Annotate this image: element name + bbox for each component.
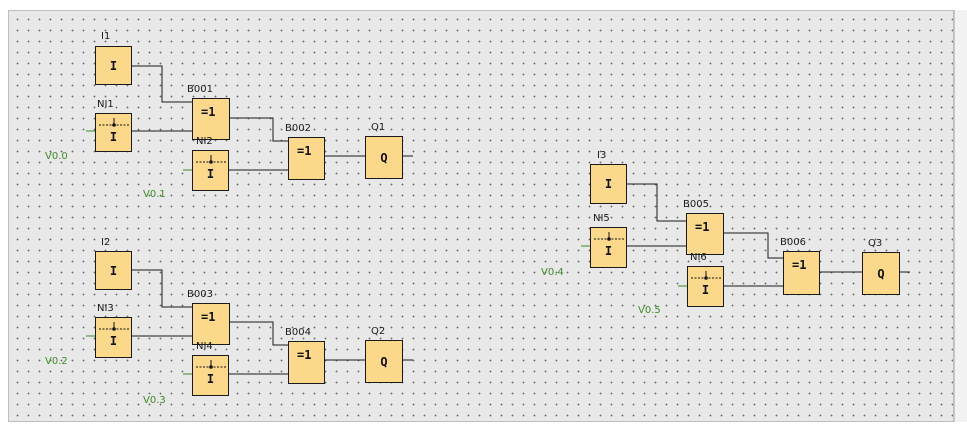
network-input-block-ni3[interactable]: I bbox=[95, 317, 132, 358]
block-symbol: =1 bbox=[297, 348, 312, 362]
network-input-icon bbox=[193, 358, 228, 372]
xor-block-b001[interactable]: =1 bbox=[192, 98, 230, 140]
block-label-b006: B006 bbox=[780, 237, 806, 248]
block-label-ni6: NI6 bbox=[690, 252, 707, 263]
block-label-q1: Q1 bbox=[371, 122, 386, 133]
block-label-b002: B002 bbox=[285, 123, 311, 134]
block-label-q3: Q3 bbox=[868, 238, 883, 249]
network-input-block-ni1[interactable]: I bbox=[95, 113, 132, 152]
block-symbol: I bbox=[109, 58, 118, 73]
network-input-block-ni6[interactable]: I bbox=[687, 266, 724, 307]
block-symbol: I bbox=[206, 167, 215, 181]
block-label-i3: I3 bbox=[597, 150, 607, 161]
block-label-ni1: NI1 bbox=[97, 99, 114, 110]
value-label-v04: V0.4 bbox=[541, 267, 564, 278]
block-label-ni2: NI2 bbox=[196, 136, 213, 147]
block-symbol: =1 bbox=[695, 220, 710, 234]
value-label-v00: V0.0 bbox=[45, 151, 68, 162]
wire-i1-b001 bbox=[132, 65, 192, 103]
output-block-q3[interactable]: Q bbox=[862, 252, 900, 295]
network-input-block-ni4[interactable]: I bbox=[192, 355, 229, 396]
block-symbol: I bbox=[109, 130, 118, 144]
block-label-b004: B004 bbox=[285, 327, 311, 338]
output-block-q1[interactable]: Q bbox=[365, 136, 403, 179]
input-block-i1[interactable]: I bbox=[95, 46, 132, 85]
network-input-block-ni2[interactable]: I bbox=[192, 150, 229, 191]
xor-block-b005[interactable]: =1 bbox=[686, 213, 724, 255]
block-symbol: =1 bbox=[792, 258, 807, 272]
network-input-icon bbox=[688, 269, 723, 283]
block-label-i2: I2 bbox=[101, 237, 111, 248]
xor-block-b004[interactable]: =1 bbox=[288, 341, 325, 384]
vertical-scrollbar[interactable] bbox=[954, 10, 967, 422]
wire-b003-b004 bbox=[230, 321, 288, 346]
xor-block-b002[interactable]: =1 bbox=[288, 137, 325, 180]
input-block-i2[interactable]: I bbox=[95, 251, 132, 290]
block-symbol: I bbox=[109, 334, 118, 348]
block-symbol: I bbox=[604, 177, 613, 191]
block-symbol: I bbox=[206, 372, 215, 386]
value-label-v03: V0.3 bbox=[143, 395, 166, 406]
block-symbol: I bbox=[109, 263, 118, 278]
wire-i2-b003 bbox=[132, 269, 192, 308]
block-label-ni5: NI5 bbox=[593, 213, 610, 224]
value-label-v05: V0.5 bbox=[638, 305, 661, 316]
network-input-block-ni5[interactable]: I bbox=[590, 227, 627, 268]
network-input-icon bbox=[591, 230, 626, 244]
input-block-i3[interactable]: I bbox=[590, 164, 627, 204]
block-symbol: I bbox=[604, 244, 613, 258]
block-symbol: =1 bbox=[297, 144, 312, 158]
block-label-b005: B005 bbox=[683, 199, 709, 210]
block-label-i1: I1 bbox=[101, 31, 111, 42]
output-block-q2[interactable]: Q bbox=[365, 340, 403, 383]
xor-block-b006[interactable]: =1 bbox=[783, 251, 820, 295]
value-label-v01: V0.1 bbox=[143, 189, 166, 200]
block-symbol: Q bbox=[877, 266, 885, 281]
value-label-v02: V0.2 bbox=[45, 356, 68, 367]
wire-b005-b006 bbox=[724, 232, 783, 259]
block-symbol: I bbox=[701, 283, 710, 297]
diagram-canvas[interactable] bbox=[8, 10, 954, 422]
network-input-icon bbox=[96, 116, 131, 130]
wire-b001-b002 bbox=[230, 117, 288, 142]
block-symbol: Q bbox=[380, 150, 388, 165]
block-label-ni4: NI4 bbox=[196, 341, 213, 352]
xor-block-b003[interactable]: =1 bbox=[192, 303, 230, 345]
network-input-icon bbox=[193, 153, 228, 167]
block-symbol: =1 bbox=[201, 105, 216, 119]
block-label-ni3: NI3 bbox=[97, 303, 114, 314]
network-input-icon bbox=[96, 320, 131, 334]
block-symbol: =1 bbox=[201, 310, 216, 324]
block-label-q2: Q2 bbox=[371, 326, 386, 337]
block-symbol: Q bbox=[380, 354, 388, 369]
block-label-b003: B003 bbox=[187, 289, 213, 300]
block-label-b001: B001 bbox=[187, 84, 213, 95]
wire-i3-b005 bbox=[627, 183, 686, 222]
